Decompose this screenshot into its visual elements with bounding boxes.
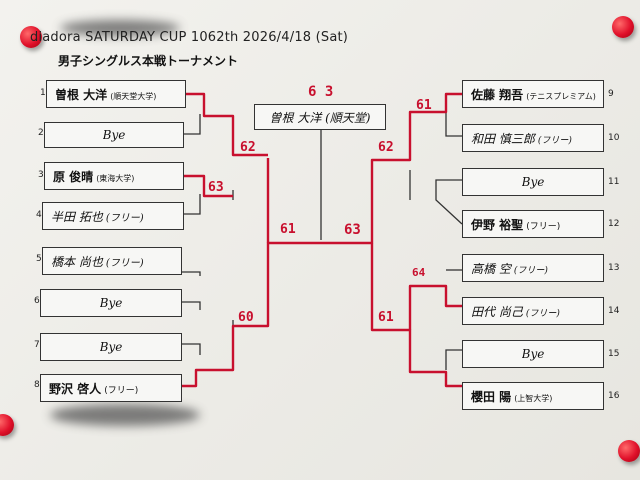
score-label: 61 — [378, 310, 394, 325]
line-l5 — [182, 271, 201, 276]
seed-number: 3 — [38, 170, 44, 180]
score-label: 61 — [416, 98, 432, 113]
seed-number: 1 — [40, 88, 46, 98]
player-name: 橋本 尚也 — [51, 254, 103, 269]
seed-number: 6 — [34, 296, 40, 306]
line-l2 — [184, 114, 201, 135]
player-slot-6: Bye — [40, 289, 182, 317]
player-affiliation: (順天堂大学) — [110, 91, 157, 101]
player-affiliation: (東海大学) — [96, 173, 135, 183]
player-slot-7: Bye — [40, 333, 182, 361]
redaction-top — [60, 20, 180, 36]
player-affiliation: (フリー) — [105, 212, 144, 224]
score-label: 63 — [344, 222, 361, 238]
score-label: 62 — [378, 140, 394, 155]
player-name: 佐藤 翔吾 — [471, 87, 524, 102]
player-name: Bye — [521, 347, 545, 361]
seed-number: 14 — [608, 306, 620, 316]
player-slot-16: 櫻田 陽(上智大学) — [462, 382, 604, 410]
player-name: Bye — [521, 175, 545, 189]
pushpin-bottom-left — [0, 414, 14, 436]
seed-number: 10 — [608, 133, 620, 143]
player-affiliation: (フリー) — [525, 308, 560, 319]
player-slot-13: 高橋 空(フリー) — [462, 254, 604, 282]
seed-number: 4 — [36, 210, 42, 220]
player-affiliation: (フリー) — [537, 135, 572, 146]
score-label: 64 — [412, 266, 426, 279]
seed-number: 12 — [608, 219, 620, 229]
redaction-bottom — [50, 404, 200, 426]
seed-number: 15 — [608, 349, 620, 359]
score-label: 61 — [280, 222, 296, 237]
player-name: 半田 拓也 — [51, 209, 103, 224]
event-title: diadora SATURDAY CUP 1062th 2026/4/18 (S… — [30, 30, 349, 45]
player-affiliation: (フリー) — [105, 257, 144, 269]
score-label: 60 — [238, 310, 254, 325]
seed-number: 13 — [608, 263, 620, 273]
player-name: Bye — [99, 296, 123, 310]
player-slot-2: Bye — [44, 122, 184, 148]
champion-name: 曽根 大洋 (順天堂) — [269, 110, 371, 125]
player-slot-11: Bye — [462, 168, 604, 196]
player-slot-15: Bye — [462, 340, 604, 368]
player-name: 野沢 啓人 — [49, 381, 102, 396]
player-slot-14: 田代 尚己(フリー) — [462, 297, 604, 325]
player-name: 櫻田 陽 — [471, 389, 512, 404]
player-name: 田代 尚己 — [471, 304, 523, 319]
player-affiliation: (上智大学) — [514, 393, 553, 403]
score-label: 62 — [240, 140, 256, 155]
player-slot-9: 佐藤 翔吾(テニスプレミアム) — [462, 80, 604, 108]
event-subtitle: 男子シングルス本戦トーナメント — [58, 54, 239, 68]
player-affiliation: (フリー) — [526, 221, 561, 232]
final-score: 6 3 — [308, 84, 334, 100]
seed-number: 7 — [34, 340, 40, 350]
seed-number: 2 — [38, 128, 44, 138]
player-affiliation: (フリー) — [104, 385, 139, 396]
line-l4 — [184, 194, 201, 215]
player-name: 原 俊晴 — [53, 169, 94, 184]
pushpin-bottom-right — [618, 440, 640, 462]
player-name: 和田 慎三郎 — [471, 131, 535, 146]
seed-number: 16 — [608, 391, 620, 401]
player-slot-12: 伊野 裕聖(フリー) — [462, 210, 604, 238]
player-name: 伊野 裕聖 — [471, 217, 524, 232]
line-l7 — [182, 343, 201, 355]
seed-number: 5 — [36, 254, 42, 264]
player-slot-1: 曽根 大洋(順天堂大学) — [46, 80, 186, 108]
player-slot-5: 橋本 尚也(フリー) — [42, 247, 182, 275]
seed-number: 11 — [608, 177, 620, 187]
pushpin-top-right — [612, 16, 634, 38]
score-label: 63 — [208, 180, 224, 195]
player-slot-4: 半田 拓也(フリー) — [42, 202, 184, 230]
seed-number: 9 — [608, 89, 614, 99]
player-name: 高橋 空 — [471, 261, 511, 276]
player-slot-10: 和田 慎三郎(フリー) — [462, 124, 604, 152]
pushpin-top-left — [20, 26, 42, 48]
player-slot-3: 原 俊晴(東海大学) — [44, 162, 184, 190]
player-affiliation: (テニスプレミアム) — [526, 91, 596, 101]
player-name: Bye — [99, 340, 123, 354]
player-affiliation: (フリー) — [513, 265, 548, 276]
player-name: Bye — [102, 128, 126, 142]
champion-box: 曽根 大洋 (順天堂) — [254, 104, 386, 130]
player-name: 曽根 大洋 — [55, 87, 108, 102]
player-slot-8: 野沢 啓人(フリー) — [40, 374, 182, 402]
line-l6 — [182, 301, 201, 310]
seed-number: 8 — [34, 380, 40, 390]
